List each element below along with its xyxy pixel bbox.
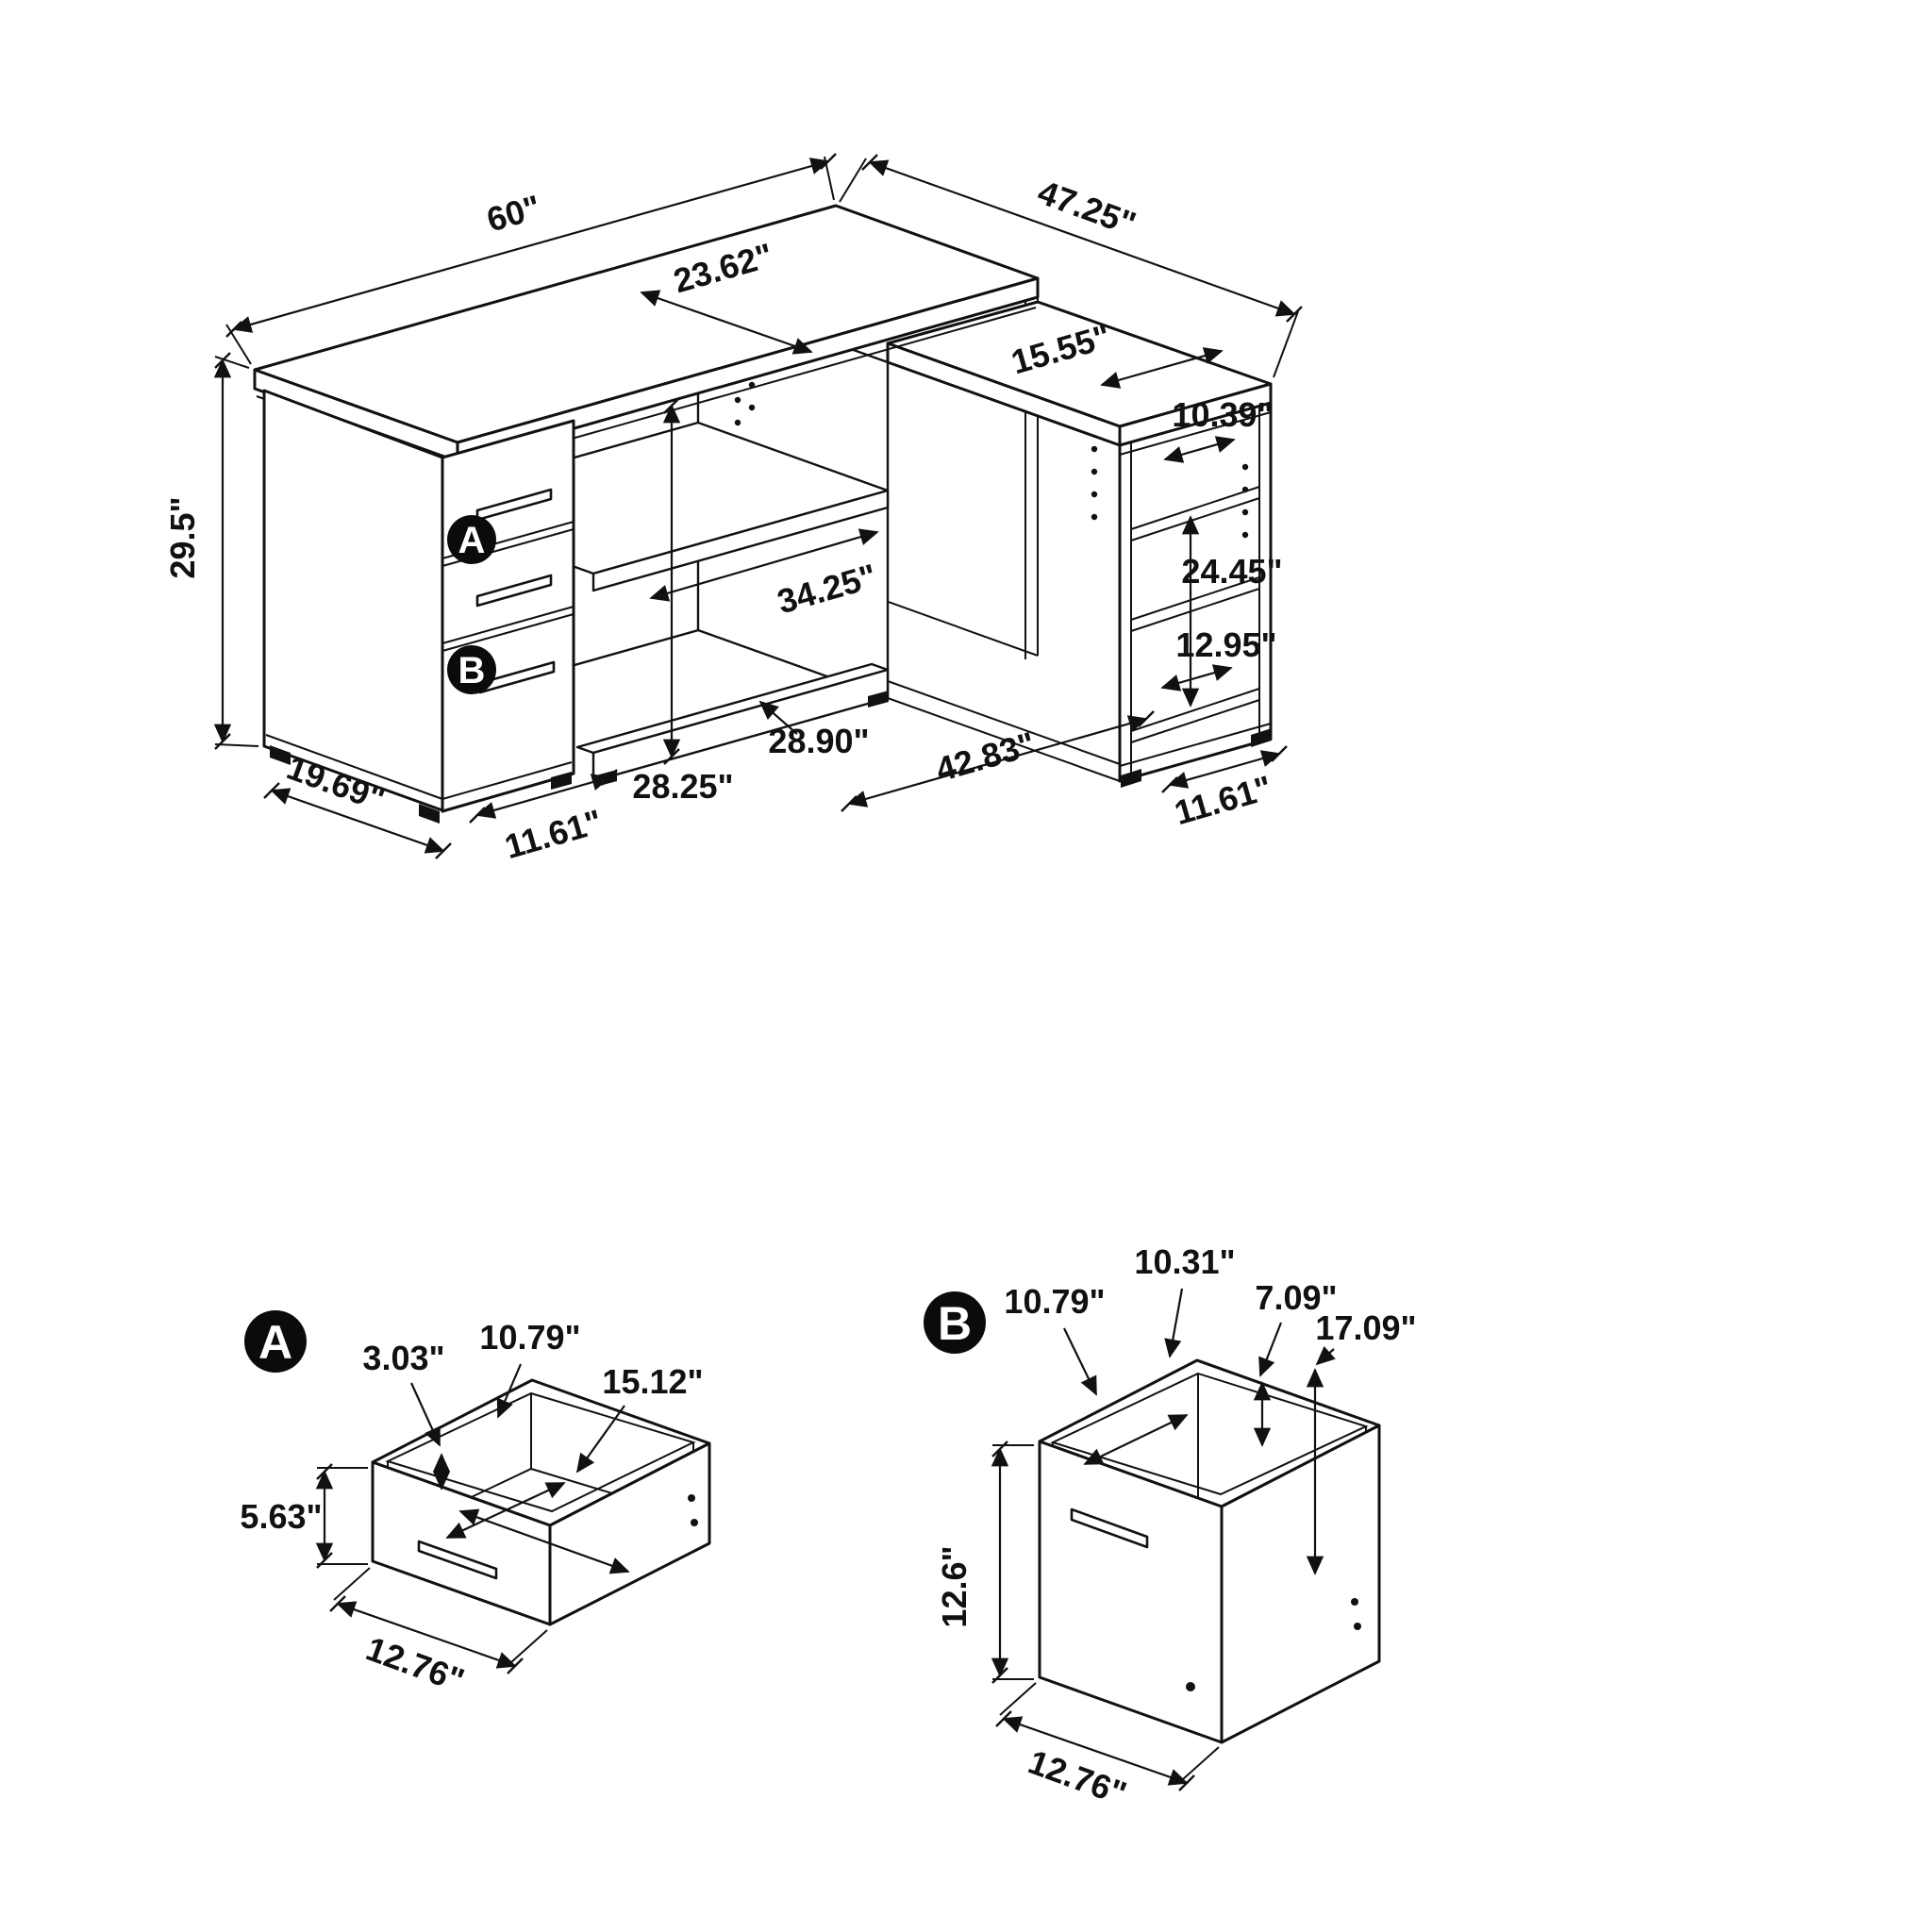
drawer-b-handle-icon xyxy=(1070,1507,1149,1549)
drawer-b-drawing xyxy=(1038,1358,1381,1744)
drawer-pedestal: A B xyxy=(262,389,575,813)
dim-tower-width: 11.61" xyxy=(1161,745,1288,832)
shelf-tower xyxy=(1118,401,1273,783)
screw-hole-icon xyxy=(688,1494,695,1502)
pedestal-side-panel xyxy=(262,389,444,812)
drawer-b-right-face xyxy=(1220,1424,1381,1744)
dim-desk-height-label: 29.5" xyxy=(163,496,202,578)
screw-hole-icon xyxy=(1354,1623,1361,1630)
drawer-a-badge: A xyxy=(447,515,496,564)
screw-hole-icon xyxy=(691,1519,698,1526)
return-reveal xyxy=(1119,411,1272,456)
screw-hole-icon xyxy=(1186,1682,1195,1691)
drawer-a-badge-label: A xyxy=(458,520,486,561)
screw-hole-icon xyxy=(1351,1598,1358,1606)
tower-shelf1-bottom xyxy=(1130,497,1260,541)
desk-isometric-view: A B 60" xyxy=(163,153,1303,866)
detail-a-badge-label: A xyxy=(258,1316,292,1369)
dim-open-span: 42.83" xyxy=(841,710,1155,812)
detail-a-dim-inner-depth-label: 15.12" xyxy=(602,1362,703,1401)
detail-b-dim-back-width: 10.31" xyxy=(1134,1242,1236,1358)
drawer-a-detail: A 3.03" 10.79" 15.12" xyxy=(240,1310,711,1700)
detail-a-dim-front-height: 5.63" xyxy=(240,1463,368,1569)
dim-kneehole-rail-label: 28.90" xyxy=(768,722,869,760)
detail-b-badge-label: B xyxy=(938,1297,972,1350)
shelf-pin-holes-middle xyxy=(1091,445,1098,521)
dim-tower-mid-height: 24.45" xyxy=(1181,515,1283,708)
tower-shelf3-top xyxy=(1130,688,1260,732)
foot-icon xyxy=(868,691,889,708)
foot-icon xyxy=(270,745,291,765)
dim-return-depth-label: 47.25" xyxy=(1033,173,1141,243)
dim-shelf-top-depth: 10.39" xyxy=(1163,395,1274,463)
detail-a-badge: A xyxy=(244,1310,307,1373)
dim-kneehole-height-label: 28.25" xyxy=(632,767,733,806)
detail-b-dim-inner-width: 10.79" xyxy=(1004,1282,1189,1465)
detail-a-dim-inner-depth: 15.12" xyxy=(458,1362,704,1574)
detail-a-dim-width-label: 12.76" xyxy=(361,1629,470,1700)
dim-shelf-bottom-depth-label: 12.95" xyxy=(1175,625,1276,664)
dim-shelf-top-depth-label: 10.39" xyxy=(1172,395,1273,434)
detail-a-dim-rail-height: 3.03" xyxy=(362,1339,451,1491)
drawer-b-detail: B 10.31" 7.09" 10.79" xyxy=(924,1242,1417,1813)
pedestal-drawer-face xyxy=(441,419,575,813)
drawer-b-badge-label: B xyxy=(458,650,486,691)
drawer-2-handle-icon xyxy=(475,574,553,608)
dim-pedestal-width-label: 11.61" xyxy=(500,802,606,866)
detail-b-dim-front-height: 12.6" xyxy=(935,1441,1034,1684)
detail-b-badge: B xyxy=(924,1291,986,1354)
dim-tower-mid-height-label: 24.45" xyxy=(1181,552,1282,591)
dim-shelf-bottom-depth: 12.95" xyxy=(1160,625,1277,691)
foot-icon xyxy=(1251,728,1272,747)
detail-a-dim-inner-width: 10.79" xyxy=(445,1318,581,1539)
detail-a-dim-rail-height-label: 3.03" xyxy=(362,1339,444,1377)
drawer-divider-2b xyxy=(441,613,575,652)
detail-b-dim-front-height-label: 12.6" xyxy=(935,1545,974,1627)
detail-a-dim-front-height-label: 5.63" xyxy=(240,1497,322,1536)
drawer-divider-2a xyxy=(441,606,575,644)
dim-desk-length-label: 60" xyxy=(482,187,544,239)
detail-b-dim-inner-width-label: 10.79" xyxy=(1004,1282,1105,1321)
detail-b-dim-width-label: 12.76" xyxy=(1024,1742,1132,1813)
detail-b-dim-back-height: 7.09" xyxy=(1253,1278,1338,1447)
drawer-a-drawing xyxy=(371,1378,711,1626)
return-and-shelf-tower xyxy=(886,300,1273,783)
drawer-b-badge: B xyxy=(447,645,496,694)
detail-b-dim-inner-depth-label: 17.09" xyxy=(1315,1308,1416,1347)
detail-b-dim-back-height-label: 7.09" xyxy=(1255,1278,1337,1317)
tower-shelf1-top xyxy=(1130,486,1260,530)
tower-shelf3-bottom xyxy=(1130,699,1260,743)
dim-tower-width-label: 11.61" xyxy=(1170,768,1275,832)
detail-a-dim-inner-width-label: 10.79" xyxy=(479,1318,580,1357)
shelf-pin-holes-tower xyxy=(1241,463,1249,539)
detail-b-dim-back-width-label: 10.31" xyxy=(1134,1242,1235,1281)
dim-desk-height: 29.5" xyxy=(163,352,259,750)
detail-b-dim-inner-depth: 17.09" xyxy=(1306,1308,1417,1575)
